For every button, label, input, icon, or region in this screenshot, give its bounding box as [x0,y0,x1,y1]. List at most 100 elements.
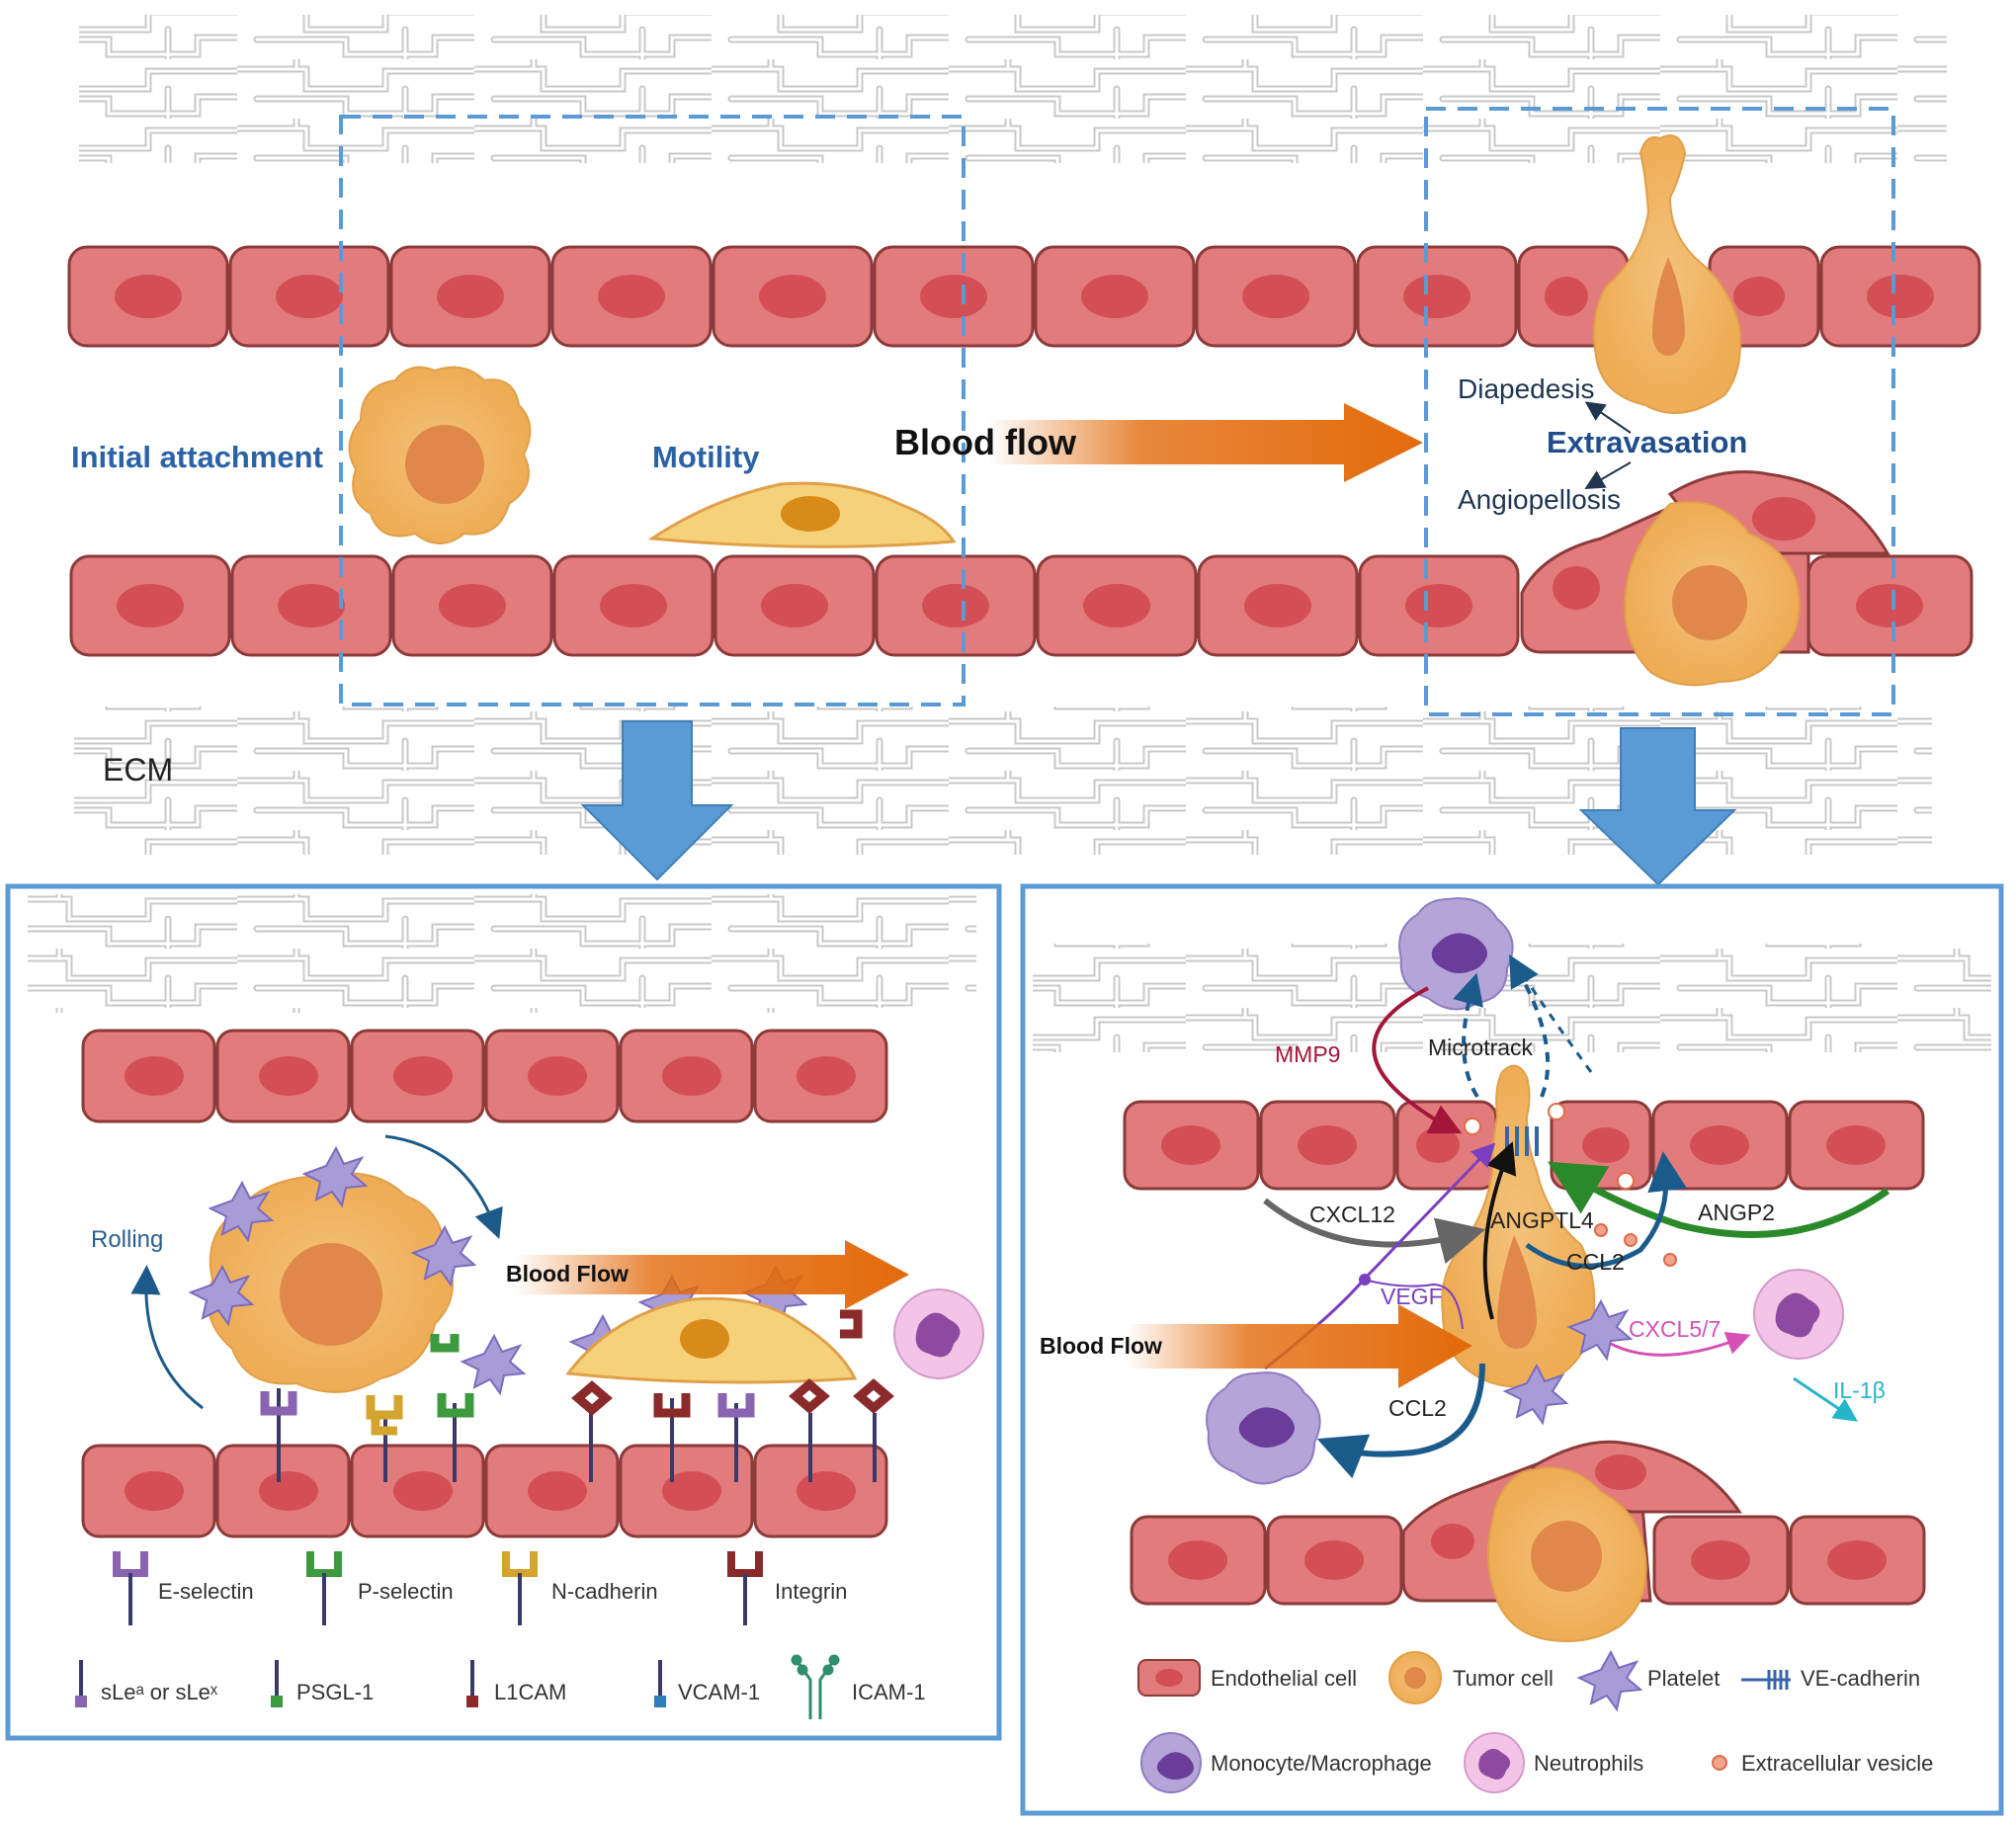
left-panel-lower-nuclei [125,1471,856,1511]
legend-e-selectin-label: E-selectin [158,1579,254,1604]
il1b-label: IL-1β [1833,1377,1886,1403]
monocyte-top [1398,897,1514,1011]
legend-e-selectin: E-selectin [113,1551,254,1625]
legend-l1cam: L1CAM [466,1660,566,1707]
dashed-box-right [1424,107,1895,716]
blood-flow-label-top: Blood flow [894,422,1077,462]
cxcl12-label: CXCL12 [1309,1202,1395,1227]
motility-label: Motility [652,440,760,474]
vegf-label: VEGF [1381,1284,1443,1309]
cxcl57-label: CXCL5/7 [1629,1316,1721,1342]
legend-p-selectin: P-selectin [306,1551,454,1625]
rolling-tumor-cell [207,1172,454,1393]
legend-platelet-label: Platelet [1647,1666,1720,1691]
right-panel-angiopellosis-tumor [1487,1466,1647,1642]
legend-vcam1-label: VCAM-1 [678,1680,760,1704]
lower-endothelial-nuclei [117,497,1923,627]
legend-n-cadherin: N-cadherin [502,1551,658,1625]
tumor-cell-diapedesis [1593,134,1741,414]
mmp9-arrow [1372,986,1463,1134]
legend-icam1-label: ICAM-1 [852,1680,926,1704]
angiopellosis-label: Angiopellosis [1458,484,1621,515]
ccl2-bottom-arrow [1316,1363,1485,1479]
ecm-fibers-top [79,15,1947,163]
microtrack-arrow-far [1520,972,1593,1073]
monocyte-bottom [1206,1371,1321,1485]
legend-vesicle: Extracellular vesicle [1712,1751,1933,1776]
down-arrow-left [580,720,734,881]
blood-flow-arrow-right-panel [1127,1304,1472,1388]
legend-n-cadherin-label: N-cadherin [551,1579,658,1604]
legend-integrin: Integrin [727,1551,847,1625]
dashed-box-left [339,115,966,706]
ccl2-top-arrow [1525,1151,1688,1269]
blood-flow-label-left-panel: Blood Flow [506,1261,629,1286]
tumor-cell-motile [647,481,957,548]
angp2-label: ANGP2 [1698,1200,1775,1225]
rolling-arrow-left [130,1265,204,1410]
legend-p-selectin-label: P-selectin [358,1579,454,1604]
right-panel-upper-nuclei [1161,1125,1886,1165]
legend-sle: sLeᵃ or sLeˣ [75,1660,218,1707]
tumor-cell-attachment [348,366,532,544]
tumor-cell-angiopellosis [1624,501,1801,687]
neutrophil-left-panel [893,1288,984,1379]
legend-vesicle-label: Extracellular vesicle [1741,1751,1933,1776]
integrin-receptors [571,1309,894,1418]
legend-endothelial-label: Endothelial cell [1211,1666,1357,1691]
angptl4-arrow [1482,1141,1517,1320]
blood-flow-arrow-left-panel [514,1240,909,1309]
legend-tumor: Tumor cell [1388,1651,1554,1704]
microtrack-arrow-left [1453,972,1483,1099]
n-cadherin-receptors [366,1395,403,1436]
extracellular-vesicles [1464,1103,1677,1267]
legend-sle-label: sLeᵃ or sLeˣ [101,1680,218,1704]
microtrack-arrow-right [1509,954,1551,1098]
angptl4-label: ANGPTL4 [1490,1207,1594,1233]
motile-tumor-cell-left-panel [565,1296,858,1384]
legend-endothelial: Endothelial cell [1137,1659,1357,1697]
legend-monocyte: Monocyte/Macrophage [1140,1732,1432,1793]
cxcl12-arrow [1263,1198,1486,1265]
blood-flow-arrow-top [988,403,1423,482]
left-panel-ecm [28,894,976,1013]
il1b-arrow [1793,1376,1858,1422]
legend-neutrophil: Neutrophils [1464,1732,1643,1793]
legend-vcam1: VCAM-1 [654,1660,760,1707]
legend-ve-cadherin-label: VE-cadherin [1801,1666,1920,1691]
left-panel-frame [5,883,1002,1741]
initial-attachment-label: Initial attachment [71,440,323,474]
arrow-to-angiopellosis [1584,461,1632,490]
ccl2-top-label: CCL2 [1566,1249,1625,1275]
rolling-label: Rolling [91,1226,163,1253]
left-panel-upper-nuclei [125,1056,856,1096]
down-arrow-right [1578,727,1737,886]
legend-l1cam-label: L1CAM [494,1680,566,1704]
legend-monocyte-label: Monocyte/Macrophage [1211,1751,1432,1776]
ecm-label: ECM [103,752,173,788]
right-panel-upper-endothelium [1123,1100,1925,1191]
rolling-arrow-top [384,1134,503,1240]
ccl2-bottom-label: CCL2 [1388,1395,1447,1421]
vegf-line [1363,1279,1464,1330]
p-selectin-receptors [430,1334,474,1418]
neutrophil-right-panel [1753,1269,1844,1360]
angp2-arrow [1547,1161,1890,1238]
blood-flow-label-right-panel: Blood Flow [1040,1333,1162,1359]
legend-ve-cadherin: VE-cadherin [1741,1666,1920,1691]
legend-platelet: Platelet [1576,1649,1720,1712]
e-selectin-receptors [260,1391,755,1418]
upper-endothelial-nuclei [115,275,1934,318]
platelets-right [1502,1298,1634,1426]
microtrack-label: Microtrack [1428,1035,1534,1060]
legend-neutrophil-label: Neutrophils [1534,1751,1643,1776]
legend-icam1: ICAM-1 [791,1654,926,1719]
mmp9-label: MMP9 [1275,1041,1340,1067]
cxcl57-arrow [1610,1331,1751,1357]
arrow-to-diapedesis [1584,401,1632,434]
legend-tumor-label: Tumor cell [1453,1666,1554,1691]
diapedesis-label: Diapedesis [1458,373,1595,404]
legend-integrin-label: Integrin [775,1579,847,1604]
legend-psgl1: PSGL-1 [271,1660,374,1707]
